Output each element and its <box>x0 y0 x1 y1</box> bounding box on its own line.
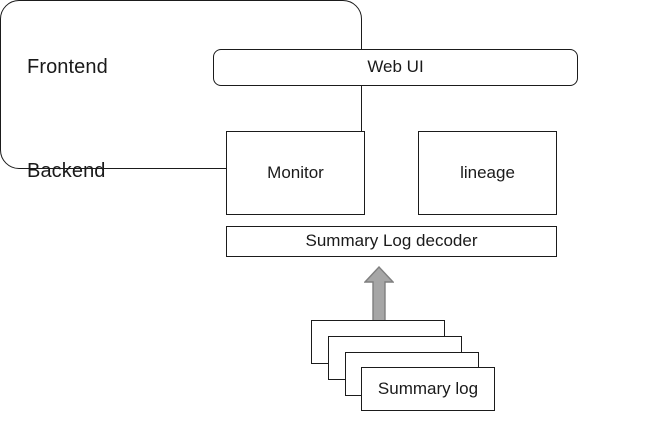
tier-label-backend: Backend <box>27 160 106 182</box>
summary-log-decoder-label: Summary Log decoder <box>305 231 478 251</box>
web-ui-label: Web UI <box>367 57 424 77</box>
upward-arrow-icon <box>364 266 394 322</box>
monitor-box[interactable]: Monitor <box>226 131 365 215</box>
lineage-label: lineage <box>460 162 515 182</box>
lineage-box[interactable]: lineage <box>418 131 557 215</box>
web-ui-box[interactable]: Web UI <box>213 49 578 86</box>
summary-log-label: Summary log <box>377 379 479 398</box>
tier-label-frontend: Frontend <box>27 56 108 78</box>
summary-log-decoder-box[interactable]: Summary Log decoder <box>226 226 557 257</box>
monitor-label: Monitor <box>267 162 324 182</box>
summary-log-card-front[interactable]: Summary log <box>361 367 495 411</box>
